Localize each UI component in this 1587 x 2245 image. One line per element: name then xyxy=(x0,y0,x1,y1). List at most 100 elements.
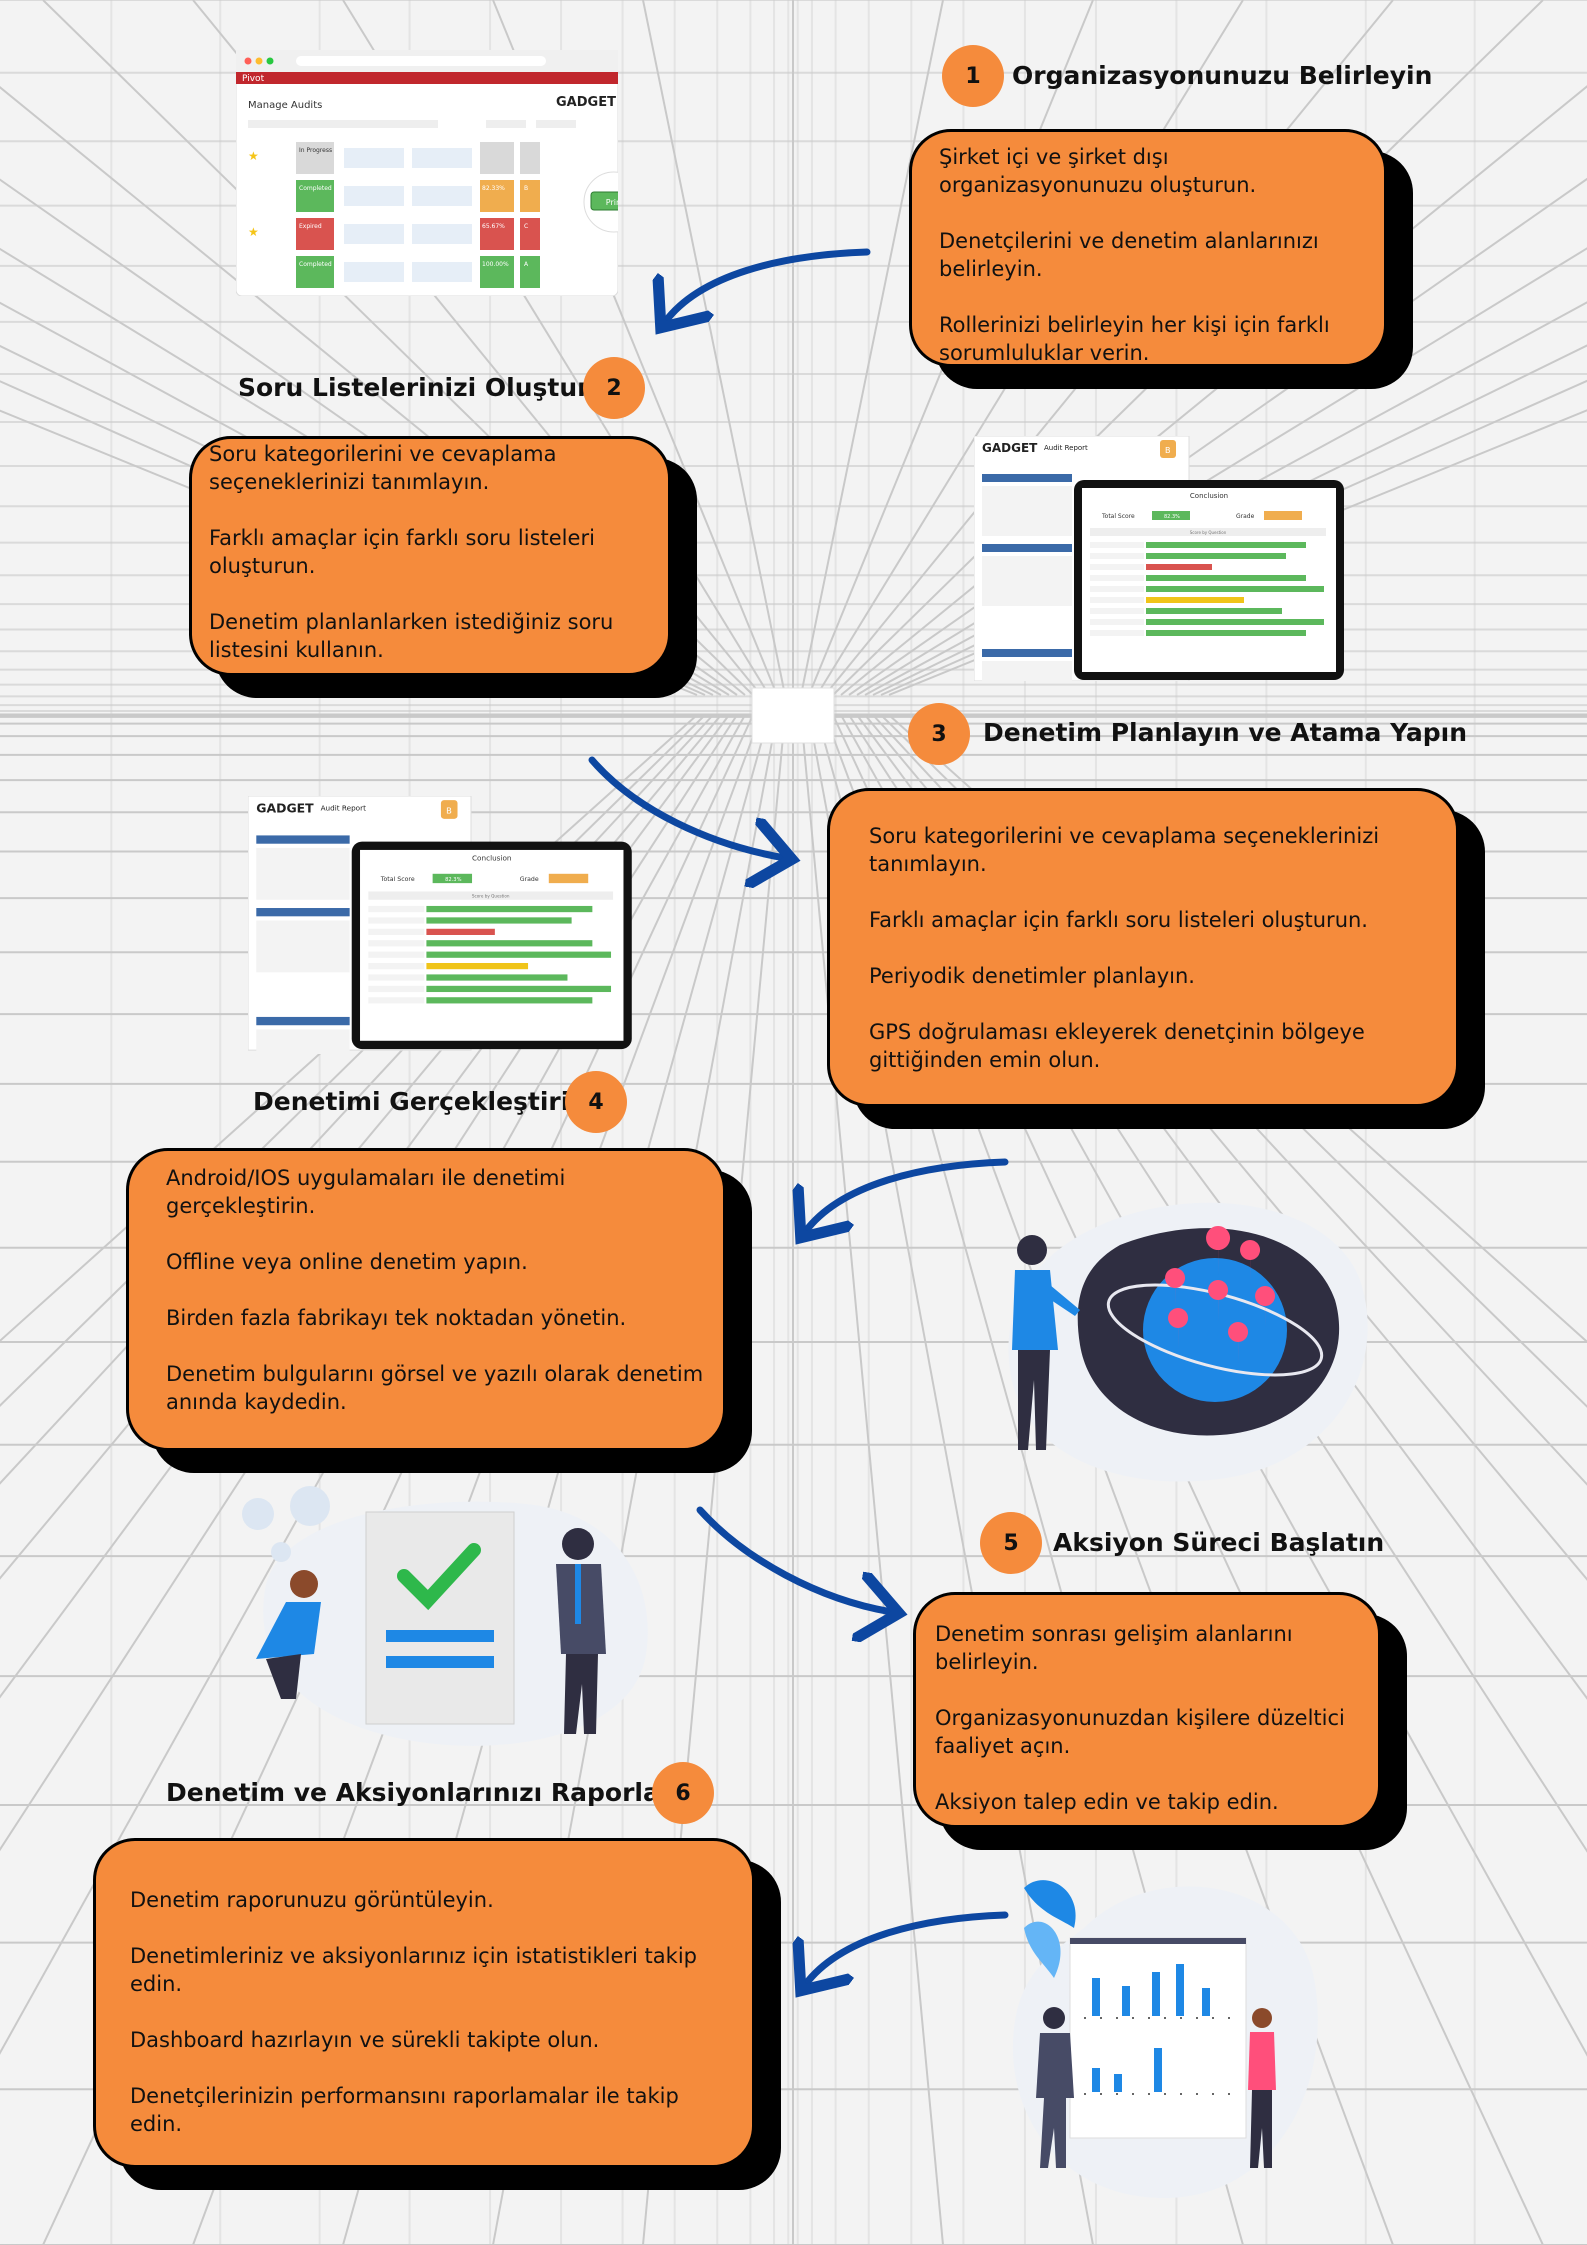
step-1-line-1: Şirket içi ve şirket dışı organizasyonun… xyxy=(939,145,1257,197)
grade-label: C xyxy=(524,223,528,230)
grade-label: A xyxy=(524,261,529,268)
report-grade: B xyxy=(446,806,452,816)
step-3-line-3: Periyodik denetimler planlayın. xyxy=(869,964,1195,988)
score-bar xyxy=(426,974,568,981)
arrow-6 xyxy=(805,1911,1009,1985)
step-4-line-4: Denetim bulgularını görsel ve yazılı ola… xyxy=(166,1362,704,1414)
step-3-number: 3 xyxy=(908,703,970,765)
total-score-label: Total Score xyxy=(380,876,415,883)
total-score-value: 82.3% xyxy=(1164,514,1180,520)
score-bar xyxy=(426,951,612,958)
step-2-line-3: Denetim planlanlarken istediğiniz soru l… xyxy=(209,610,614,662)
step-6-line-2: Denetimleriniz ve aksiyonlarınız için is… xyxy=(130,1944,697,1996)
audit-row[interactable]: Completed 82.33% B xyxy=(296,180,540,212)
arrow-1-to-2 xyxy=(665,248,871,322)
score-bar xyxy=(1146,597,1244,603)
report-grade: B xyxy=(1165,446,1171,455)
print-button[interactable] xyxy=(590,191,618,211)
step-4-line-2: Offline veya online denetim yapın. xyxy=(166,1250,528,1274)
person-globe-illustration xyxy=(1008,1202,1368,1482)
grade-label: Grade xyxy=(520,876,539,883)
step-4-title: Denetimi Gerçekleştirin xyxy=(253,1087,588,1116)
score-bar xyxy=(1146,630,1306,636)
step-5-line-1: Denetim sonrası gelişim alanlarını belir… xyxy=(935,1622,1293,1674)
score-bar xyxy=(1146,608,1282,614)
step-5-line-3: Aksiyon talep edin ve takip edin. xyxy=(935,1790,1279,1814)
step-1-line-3: Rollerinizi belirleyin her kişi için far… xyxy=(939,313,1330,365)
report-title: Audit Report xyxy=(1044,444,1088,452)
report-title: Audit Report xyxy=(321,804,367,813)
step-1-line-2: Denetçilerini ve denetim alanlarınızı be… xyxy=(939,229,1319,281)
step-6-title: Denetim ve Aksiyonlarınızı Raporlayın xyxy=(166,1778,702,1807)
score-bar xyxy=(426,985,612,993)
step-2-line-2: Farklı amaçlar için farklı soru listeler… xyxy=(209,526,595,578)
star-icon: ★ xyxy=(248,149,259,163)
step-6-line-4: Denetçilerinizin performansını raporlama… xyxy=(130,2084,679,2136)
step-3-line-2: Farklı amaçlar için farklı soru listeler… xyxy=(869,908,1368,932)
step-3-line-1: Soru kategorilerini ve cevaplama seçenek… xyxy=(869,824,1380,876)
score-bar xyxy=(1146,619,1324,625)
check-icon xyxy=(397,1543,481,1611)
step-2-line-1: Soru kategorilerini ve cevaplama seçenek… xyxy=(209,442,557,494)
manage-audits-screenshot: Pivot Manage Audits GADGET ★In ProgressC… xyxy=(236,50,618,296)
score-label: 100.00% xyxy=(482,261,509,268)
score-bar xyxy=(426,962,529,970)
step-4-card: Android/IOS uygulamaları ile denetimi ge… xyxy=(126,1148,752,1473)
score-bar xyxy=(1146,542,1306,548)
step-6-line-1: Denetim raporunuzu görüntüleyin. xyxy=(130,1888,494,1912)
total-score-value: 82.3% xyxy=(445,877,462,883)
score-bar xyxy=(426,940,593,947)
arrow-4 xyxy=(805,1158,1009,1232)
step-4-line-1: Android/IOS uygulamaları ile denetimi ge… xyxy=(166,1166,566,1218)
arrow-3-to-3box xyxy=(588,756,785,858)
bar-chart-illustration xyxy=(1012,1880,1318,2198)
section-label: Score by Question xyxy=(1190,530,1227,535)
grade-label: Grade xyxy=(1236,513,1255,520)
status-label: Expired xyxy=(299,223,322,230)
step-2-card: Soru kategorilerini ve cevaplama seçenek… xyxy=(189,436,697,698)
score-bar xyxy=(426,928,495,935)
status-label: Completed xyxy=(299,185,332,192)
gadget-logo: GADGET xyxy=(556,95,616,110)
gadget-logo: GADGET xyxy=(982,441,1038,455)
step-5-title: Aksiyon Süreci Başlatın xyxy=(1053,1528,1385,1557)
grade-label: B xyxy=(524,185,528,192)
audit-row[interactable]: Completed 100.00% A xyxy=(296,256,540,288)
step-1-card: Şirket içi ve şirket dışı organizasyonun… xyxy=(909,129,1413,389)
checklist-illustration xyxy=(242,1486,648,1746)
gadget-logo: GADGET xyxy=(256,801,314,816)
status-label: In Progress xyxy=(299,147,332,154)
score-bar xyxy=(426,905,593,913)
map-pin-icon xyxy=(1165,1226,1276,1364)
step-5-card: Denetim sonrası gelişim alanlarını belir… xyxy=(913,1592,1407,1850)
score-label: 82.33% xyxy=(482,185,505,192)
step-6-number: 6 xyxy=(652,1762,714,1824)
arrow-to-5 xyxy=(696,1506,892,1612)
step-6-card: Denetim raporunuzu görüntüleyin. Denetim… xyxy=(93,1838,781,2190)
status-label: Completed xyxy=(299,261,332,268)
step-4-line-3: Birden fazla fabrikayı tek noktadan yöne… xyxy=(166,1306,627,1330)
step-2-title: Soru Listelerinizi Oluşturun xyxy=(238,373,626,402)
score-bar xyxy=(1146,575,1306,581)
app-name: Pivot xyxy=(242,74,265,84)
score-bar xyxy=(426,997,593,1004)
score-label: 65.67% xyxy=(482,223,505,230)
audit-row[interactable]: ★ In Progress xyxy=(248,142,540,174)
tablet-header: Conclusion xyxy=(1190,492,1228,500)
step-4-number: 4 xyxy=(565,1071,627,1133)
step-3-card: Soru kategorilerini ve cevaplama seçenek… xyxy=(827,788,1485,1129)
step-1-number: 1 xyxy=(942,45,1004,107)
step-2-number: 2 xyxy=(583,357,645,419)
step-5-line-2: Organizasyonunuzdan kişilere düzeltici f… xyxy=(935,1706,1345,1758)
star-icon: ★ xyxy=(248,225,259,239)
score-bar xyxy=(1146,586,1324,592)
step-3-title: Denetim Planlayın ve Atama Yapın xyxy=(983,718,1468,747)
audit-row[interactable]: ★ Expired 65.67% C xyxy=(248,218,540,250)
score-bar xyxy=(426,917,572,924)
print-label: Print xyxy=(606,198,618,207)
step-3-line-4: GPS doğrulaması ekleyerek denetçinin böl… xyxy=(869,1020,1365,1072)
total-score-label: Total Score xyxy=(1101,513,1135,520)
